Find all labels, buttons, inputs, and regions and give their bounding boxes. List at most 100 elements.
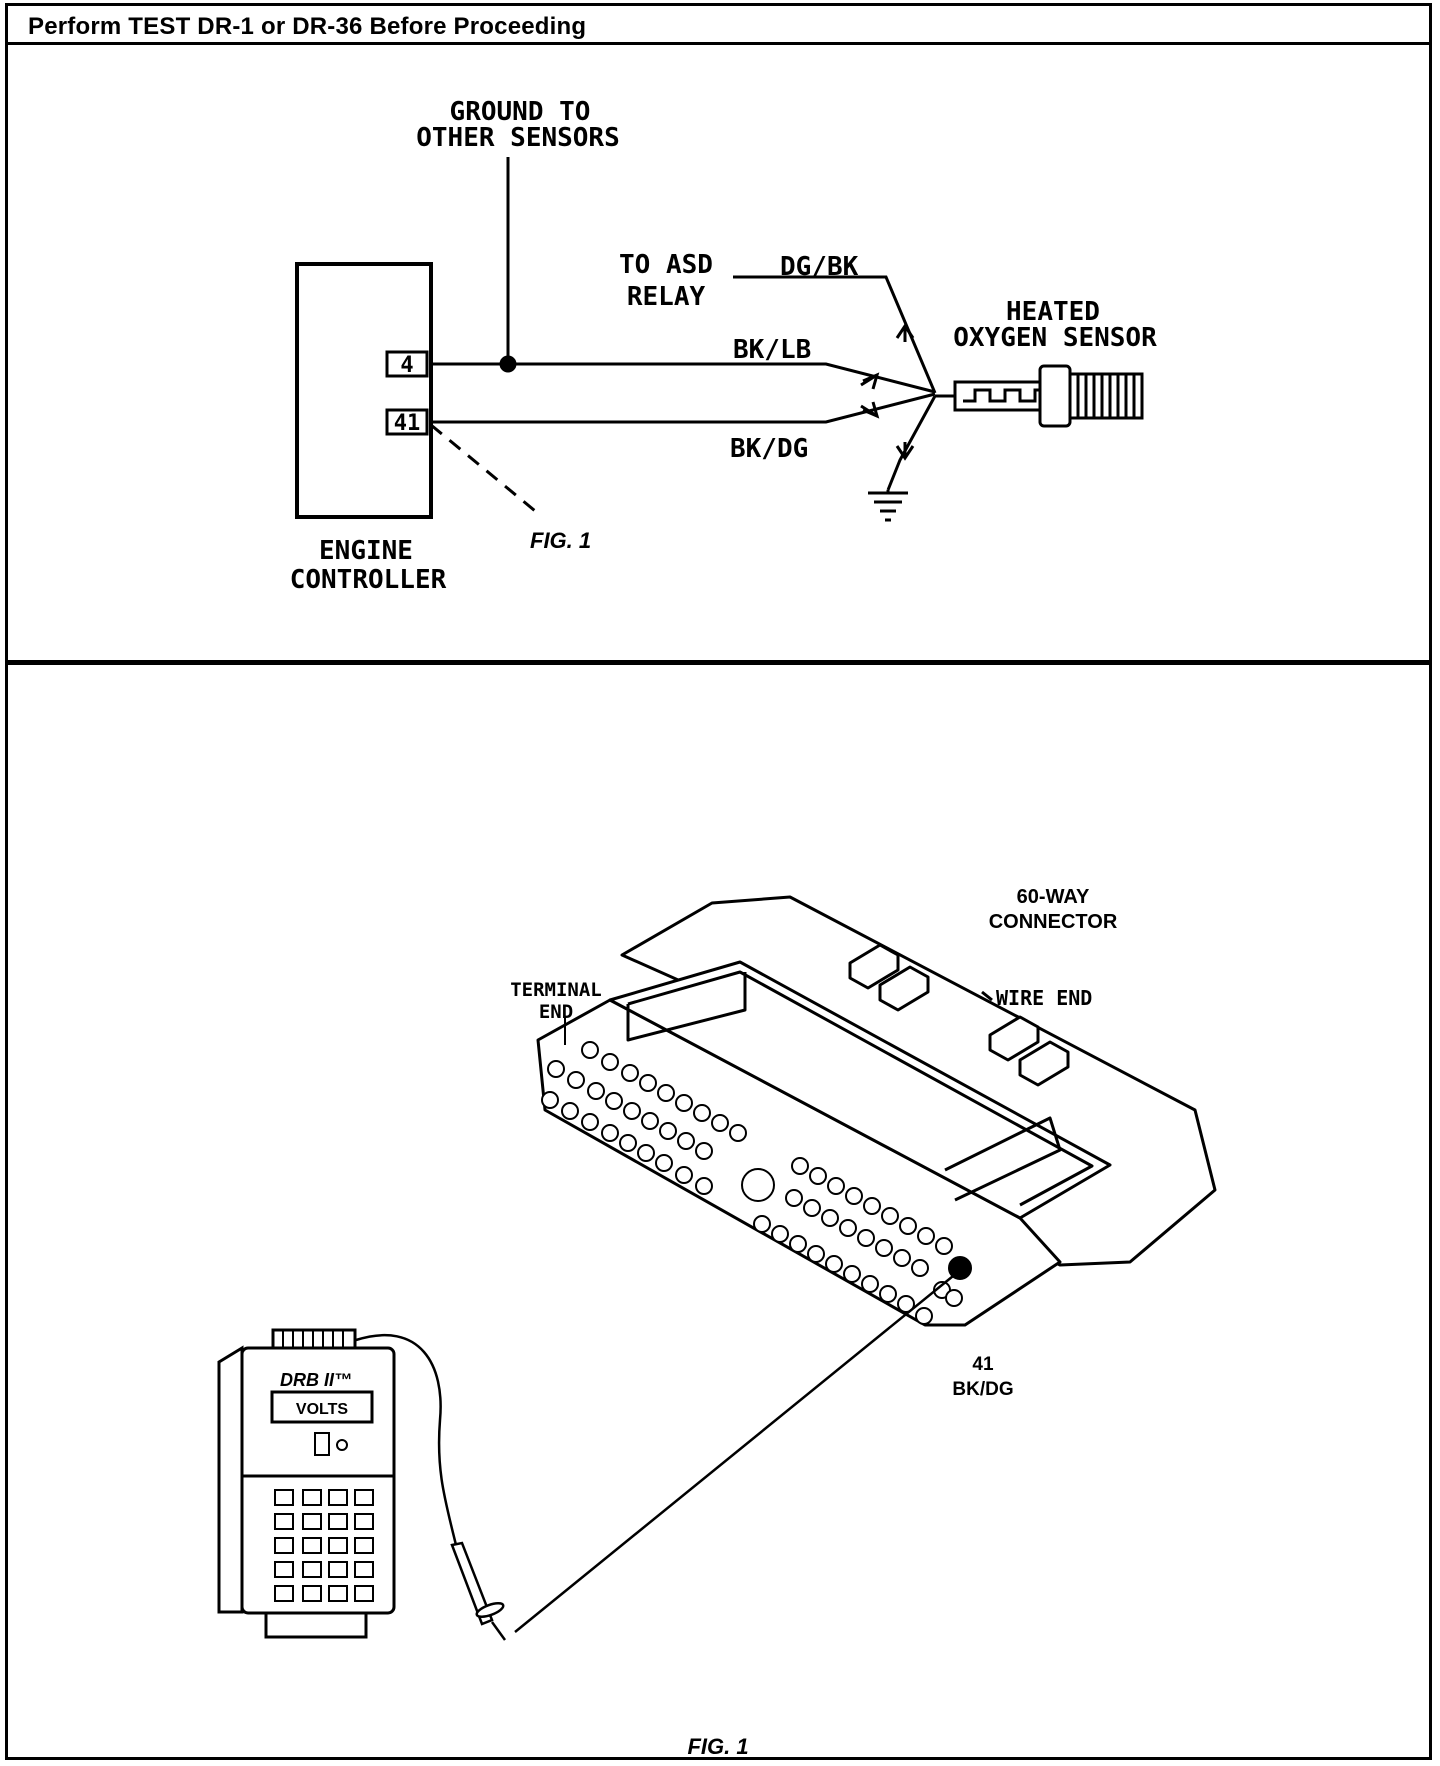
- connector-rail-right: [944, 1116, 1062, 1202]
- connector-label-line2: CONNECTOR: [989, 911, 1118, 933]
- fig-caption: FIG. 1: [687, 1734, 748, 1759]
- connector-pin: [875, 1239, 893, 1257]
- wire-label-bkdg: BK/DG: [730, 434, 808, 464]
- connector-pin: [879, 1285, 897, 1303]
- connector-pin: [911, 1259, 929, 1277]
- connector-pin: [945, 1289, 963, 1307]
- connector-pin: [621, 1064, 639, 1082]
- connector-pin: [789, 1235, 807, 1253]
- connector-pin: [675, 1094, 693, 1112]
- connector-pin: [581, 1113, 599, 1131]
- connector-pin: [893, 1249, 911, 1267]
- connector-pin: [825, 1255, 843, 1273]
- connector-arrows: [860, 323, 915, 461]
- wire-dgbk: [733, 275, 937, 394]
- connector-pin: [803, 1199, 821, 1217]
- tester-keypad: [274, 1489, 374, 1602]
- connector-pin: [581, 1041, 599, 1059]
- pin-41-label-line1: 41: [972, 1354, 994, 1375]
- connector-pin: [917, 1227, 935, 1245]
- pin-41-label-line2: BK/DG: [952, 1379, 1013, 1400]
- connector-pin: [753, 1215, 771, 1233]
- connector-pin: [619, 1134, 637, 1152]
- wiring-schematic: [295, 157, 1144, 522]
- connector-pin: [541, 1091, 559, 1109]
- probe-guard: [475, 1602, 505, 1618]
- connector-pin: [827, 1177, 845, 1195]
- connector-pin: [807, 1245, 825, 1263]
- pin-41-box: [385, 408, 429, 436]
- connector-pin: [605, 1092, 623, 1110]
- connector-pin: [655, 1154, 673, 1172]
- connector-pin: [695, 1177, 713, 1195]
- tester-brand: DRB II™: [280, 1370, 352, 1390]
- pin-4-box: [385, 350, 429, 378]
- connector-pin: [639, 1074, 657, 1092]
- connector-inner-rail: [627, 970, 1094, 1207]
- tester-probe: [355, 1333, 507, 1641]
- panel-divider: [5, 660, 1432, 665]
- connector-pins: [541, 1041, 972, 1325]
- connector-pin: [899, 1217, 917, 1235]
- connector-pin: [587, 1082, 605, 1100]
- wire-bkdg: [431, 392, 936, 424]
- connector-pin: [915, 1307, 933, 1325]
- tester-led: [336, 1439, 348, 1451]
- tester-display-text: VOLTS: [296, 1401, 348, 1418]
- page-title: Perform TEST DR-1 or DR-36 Before Procee…: [28, 13, 587, 40]
- wire-bklb: [431, 362, 936, 394]
- pin-4-label: 4: [400, 353, 413, 378]
- connector-label-line1: 60-WAY: [1017, 886, 1090, 908]
- connector-pin: [809, 1167, 827, 1185]
- tester-side: [217, 1345, 244, 1614]
- wire-label-dgbk: DG/BK: [780, 252, 859, 282]
- ground-label-line2: OTHER SENSORS: [416, 123, 620, 153]
- connector-pin: [561, 1102, 579, 1120]
- connector-pin: [637, 1144, 655, 1162]
- connector-pin: [623, 1102, 641, 1120]
- connector-pin: [711, 1114, 729, 1132]
- connector-pin: [659, 1122, 677, 1140]
- connector-pin: [657, 1084, 675, 1102]
- tester-display: [270, 1390, 374, 1424]
- header-bar: Perform TEST DR-1 or DR-36 Before Procee…: [5, 3, 1432, 45]
- engine-controller-box: [295, 262, 433, 519]
- schematic-labels: GROUND TO OTHER SENSORS TO ASD RELAY DG/…: [290, 97, 1157, 595]
- connector-pin: [863, 1197, 881, 1215]
- oxygen-sensor: [935, 364, 1144, 428]
- tester-cable: [355, 1333, 458, 1546]
- connector-pin: [729, 1124, 747, 1142]
- connector-pin: [845, 1187, 863, 1205]
- pin-41-label: 41: [394, 411, 421, 436]
- controller-label-line2: CONTROLLER: [290, 565, 447, 595]
- connector-pin: [641, 1112, 659, 1130]
- connector-pin: [677, 1132, 695, 1150]
- connector-pin: [821, 1209, 839, 1227]
- probe-handle: [450, 1541, 494, 1626]
- wire-end-label: WIRE END: [996, 986, 1092, 1010]
- sensor-label-line2: OXYGEN SENSOR: [953, 323, 1157, 353]
- connector-pin: [601, 1124, 619, 1142]
- tester-bottom-connector: [264, 1611, 368, 1639]
- ground-symbol: [868, 490, 908, 522]
- connector-pin: [897, 1295, 915, 1313]
- drb-ii-tester: [217, 1328, 396, 1639]
- connector-pin: [601, 1053, 619, 1071]
- connector-pin: [861, 1275, 879, 1293]
- connector-pin: [857, 1229, 875, 1247]
- connector-rail-left: [626, 972, 747, 1042]
- connector-pin: [693, 1104, 711, 1122]
- connector-latch-tabs: [848, 943, 1070, 1087]
- connector-pin: [791, 1157, 809, 1175]
- connector-pin: [839, 1219, 857, 1237]
- ground-label-line1: GROUND TO: [450, 97, 591, 127]
- sensor-label-line1: HEATED: [1006, 297, 1100, 327]
- connector-pin: [935, 1237, 953, 1255]
- connector-pin: [881, 1207, 899, 1225]
- connector-labels: 60-WAY CONNECTOR TERMINAL END WIRE END 4…: [280, 886, 1118, 1759]
- probe-lead: [514, 1271, 959, 1633]
- connector-key-hole: [741, 1168, 775, 1202]
- connector-top-face: [608, 960, 1112, 1220]
- connector-pin: [771, 1225, 789, 1243]
